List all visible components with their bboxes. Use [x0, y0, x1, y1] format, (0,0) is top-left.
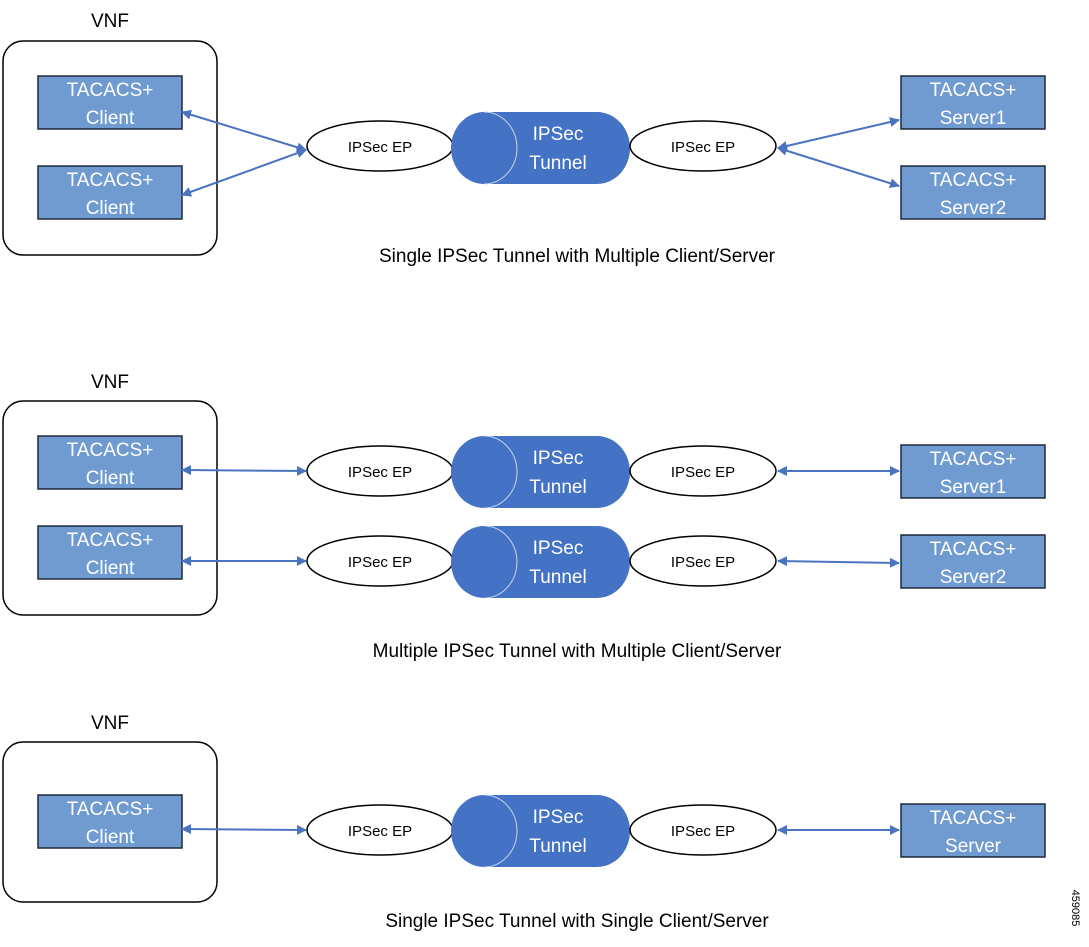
ipsec-endpoint-label: IPSec EP [348, 823, 412, 840]
ipsec-endpoint: IPSec EP [306, 445, 454, 497]
section-caption: Single IPSec Tunnel with Single Client/S… [385, 911, 769, 932]
client-box-line2: Client [86, 558, 135, 579]
connector-arrow [181, 109, 307, 153]
ipsec-tunnel-line1: IPSec [533, 538, 584, 559]
ipsec-tunnel-line2: Tunnel [529, 153, 586, 174]
ipsec-endpoint: IPSec EP [629, 120, 777, 172]
connector-arrow [181, 148, 307, 197]
client-box: TACACS+ Client [37, 435, 183, 490]
server-box-line2: Server1 [940, 477, 1007, 498]
vnf-label: VNF [91, 372, 129, 393]
figure-number: 459085 [1069, 890, 1081, 927]
ipsec-endpoint: IPSec EP [306, 804, 454, 856]
server-box: TACACS+ Server2 [900, 165, 1046, 220]
server-box: TACACS+ Server2 [900, 534, 1046, 589]
ipsec-endpoint: IPSec EP [306, 535, 454, 587]
ipsec-endpoint: IPSec EP [629, 445, 777, 497]
client-box-line2: Client [86, 108, 135, 129]
client-box-line1: TACACS+ [67, 530, 154, 551]
section-caption: Multiple IPSec Tunnel with Multiple Clie… [373, 641, 782, 662]
ipsec-tunnel: IPSec Tunnel [451, 525, 630, 599]
ipsec-endpoint-label: IPSec EP [348, 139, 412, 156]
connector-arrows [181, 465, 900, 568]
client-box-line2: Client [86, 198, 135, 219]
ipsec-tunnel-line1: IPSec [533, 807, 584, 828]
vnf-container [2, 400, 218, 616]
ipsec-endpoint-label: IPSec EP [348, 554, 412, 571]
server-box-line1: TACACS+ [930, 80, 1017, 101]
ipsec-endpoint-label: IPSec EP [671, 464, 735, 481]
section-single-tunnel-single: VNF TACACS+ Client IPSec EP IPSec Tunnel… [2, 713, 1046, 932]
connector-arrows [181, 109, 900, 197]
client-box: TACACS+ Client [37, 165, 183, 220]
ipsec-endpoint-label: IPSec EP [671, 823, 735, 840]
server-box-line1: TACACS+ [930, 808, 1017, 829]
client-box-line2: Client [86, 468, 135, 489]
section-multi-tunnel-multi: VNF TACACS+ Client TACACS+ Client IPSec … [2, 372, 1046, 662]
ipsec-endpoint: IPSec EP [306, 120, 454, 172]
vnf-label: VNF [91, 11, 129, 32]
ipsec-tunnel-line2: Tunnel [529, 836, 586, 857]
client-box-line1: TACACS+ [67, 80, 154, 101]
server-box-line2: Server1 [940, 108, 1007, 129]
server-box: TACACS+ Server [900, 803, 1046, 858]
ipsec-tunnel-line2: Tunnel [529, 477, 586, 498]
ipsec-endpoint-label: IPSec EP [671, 554, 735, 571]
client-box-line1: TACACS+ [67, 170, 154, 191]
ipsec-tunnel: IPSec Tunnel [451, 111, 630, 185]
client-box: TACACS+ Client [37, 525, 183, 580]
server-box: TACACS+ Server1 [900, 444, 1046, 499]
connector-arrow [181, 465, 307, 476]
vnf-container [2, 741, 218, 903]
ipsec-endpoint: IPSec EP [629, 804, 777, 856]
client-box: TACACS+ Client [37, 794, 183, 849]
connector-arrow [777, 145, 900, 189]
connector-arrow [181, 824, 307, 835]
server-box-line2: Server2 [940, 567, 1007, 588]
client-box: TACACS+ Client [37, 75, 183, 130]
client-box-line2: Client [86, 827, 135, 848]
ipsec-endpoint-label: IPSec EP [671, 139, 735, 156]
vnf-container [2, 40, 218, 256]
section-single-tunnel-multi: VNF TACACS+ Client TACACS+ Client IPSec … [2, 11, 1046, 267]
connector-arrow [777, 117, 900, 151]
server-box-line2: Server [945, 836, 1002, 857]
client-box-line1: TACACS+ [67, 799, 154, 820]
client-box-line1: TACACS+ [67, 440, 154, 461]
ipsec-tunnel: IPSec Tunnel [451, 435, 630, 509]
section-caption: Single IPSec Tunnel with Multiple Client… [379, 246, 776, 267]
connector-arrow [777, 556, 900, 568]
server-box-line1: TACACS+ [930, 539, 1017, 560]
ipsec-tunnel-line1: IPSec [533, 448, 584, 469]
server-box-line1: TACACS+ [930, 449, 1017, 470]
server-box-line2: Server2 [940, 198, 1007, 219]
ipsec-tunnel-line2: Tunnel [529, 567, 586, 588]
vnf-label: VNF [91, 713, 129, 734]
ipsec-tunnel-line1: IPSec [533, 124, 584, 145]
connector-arrows [181, 824, 900, 835]
server-box-line1: TACACS+ [930, 170, 1017, 191]
ipsec-tunnel: IPSec Tunnel [451, 794, 630, 868]
ipsec-endpoint-label: IPSec EP [348, 464, 412, 481]
server-box: TACACS+ Server1 [900, 75, 1046, 130]
ipsec-endpoint: IPSec EP [629, 535, 777, 587]
